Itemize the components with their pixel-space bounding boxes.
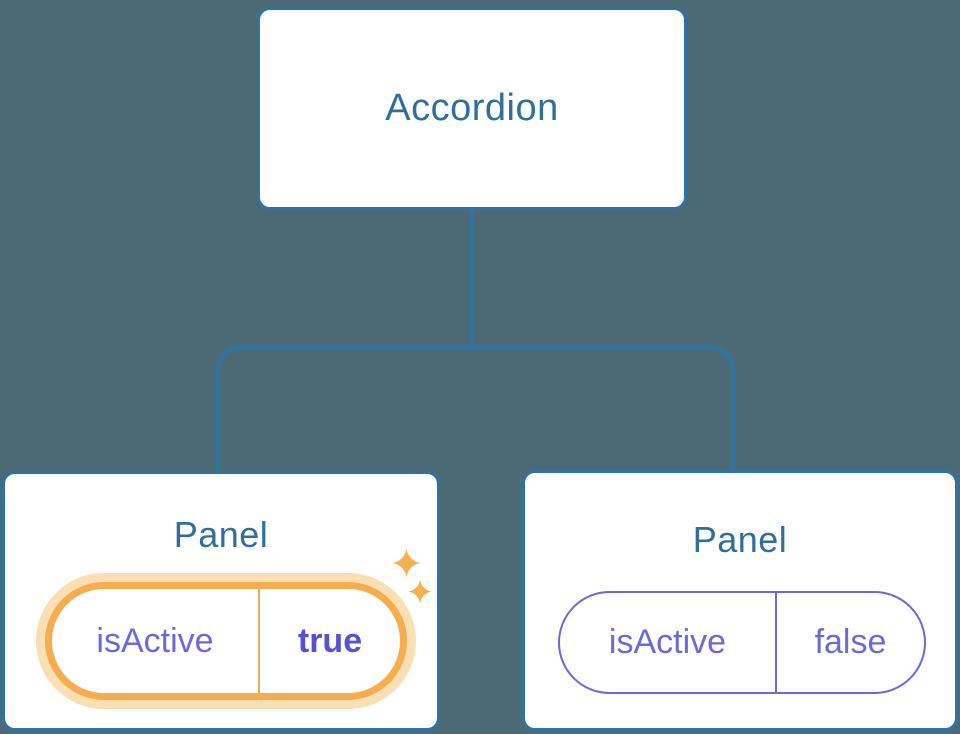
state-name: isActive: [560, 593, 777, 692]
state-name: isActive: [52, 589, 260, 693]
root-component-label: Accordion: [385, 87, 559, 129]
state-pill-inactive: isActive false: [558, 591, 926, 694]
root-component-card: Accordion: [257, 7, 687, 210]
state-pill-active: isActive true: [45, 582, 407, 700]
panel-card-inactive: Panel isActive false: [522, 470, 958, 731]
state-value: false: [814, 623, 887, 661]
panel-card-active: Panel isActive true: [2, 471, 440, 731]
panel-title: Panel: [173, 514, 269, 555]
state-value: true: [297, 621, 363, 660]
panel-title: Panel: [692, 519, 788, 560]
